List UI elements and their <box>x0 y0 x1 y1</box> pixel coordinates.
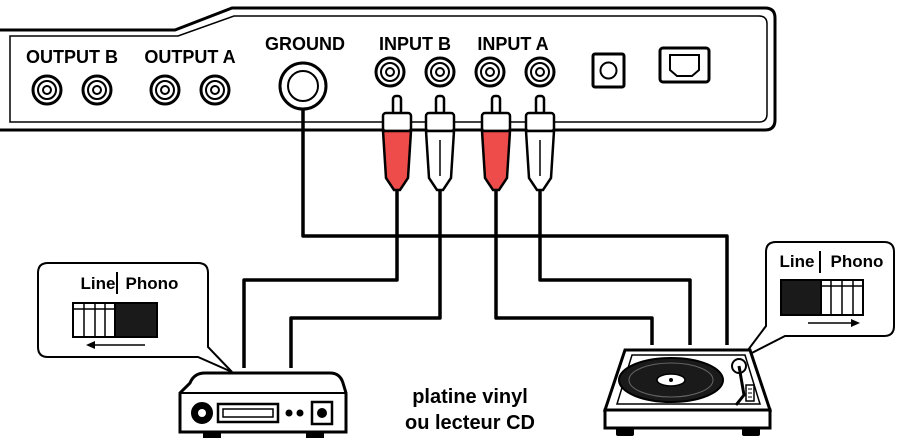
ground-label: GROUND <box>265 34 345 54</box>
cd-player-icon <box>178 371 348 438</box>
right-line-label: Line <box>780 252 815 271</box>
optical-digital-port[interactable] <box>658 46 711 84</box>
input-a-left-jack[interactable] <box>474 56 506 88</box>
output-a-left-jack[interactable] <box>149 74 181 106</box>
ground-cable <box>301 110 729 345</box>
output-b-label: OUTPUT B <box>26 47 118 67</box>
output-a-right-jack[interactable] <box>199 74 231 106</box>
input-b-left-jack[interactable] <box>374 56 406 88</box>
rear-panel: OUTPUT B OUTPUT A GROUND INPUT B INPUT A <box>0 6 777 132</box>
input-b-left-cable <box>242 190 399 368</box>
caption-line-1: platine vinyl <box>412 386 528 408</box>
right-line-phono-switch[interactable] <box>780 279 864 316</box>
left-line-label: Line <box>81 274 116 293</box>
rca-plugs <box>381 94 556 192</box>
right-phono-label: Phono <box>831 252 884 271</box>
input-b-right-cable <box>289 190 442 368</box>
turntable-icon <box>602 348 773 436</box>
input-b-label: INPUT B <box>379 34 451 54</box>
input-a-right-cable <box>538 190 692 345</box>
rca-plug-white-input-b <box>424 94 456 192</box>
left-line-phono-switch[interactable] <box>72 302 158 338</box>
right-arrow-icon <box>808 319 860 327</box>
ground-terminal[interactable] <box>278 61 328 111</box>
cables <box>242 110 729 368</box>
input-b-right-jack[interactable] <box>424 56 456 88</box>
caption-line-2: ou lecteur CD <box>405 412 535 434</box>
input-a-label: INPUT A <box>477 34 548 54</box>
input-a-right-jack[interactable] <box>524 56 556 88</box>
left-phono-label: Phono <box>126 274 179 293</box>
rca-plug-white-input-a <box>524 94 556 192</box>
coaxial-digital-port[interactable] <box>591 52 626 89</box>
panel-inner-outline <box>9 15 768 123</box>
output-b-right-jack[interactable] <box>81 74 113 106</box>
left-switch-callout: Line Phono <box>37 262 233 373</box>
rca-plug-red-input-b <box>381 94 413 192</box>
left-arrow-icon <box>86 341 145 349</box>
output-a-label: OUTPUT A <box>144 47 235 67</box>
rca-plug-red-input-a <box>480 94 512 192</box>
output-b-left-jack[interactable] <box>31 74 63 106</box>
right-switch-callout: Line Phono <box>741 241 895 359</box>
input-a-left-cable <box>494 190 654 345</box>
